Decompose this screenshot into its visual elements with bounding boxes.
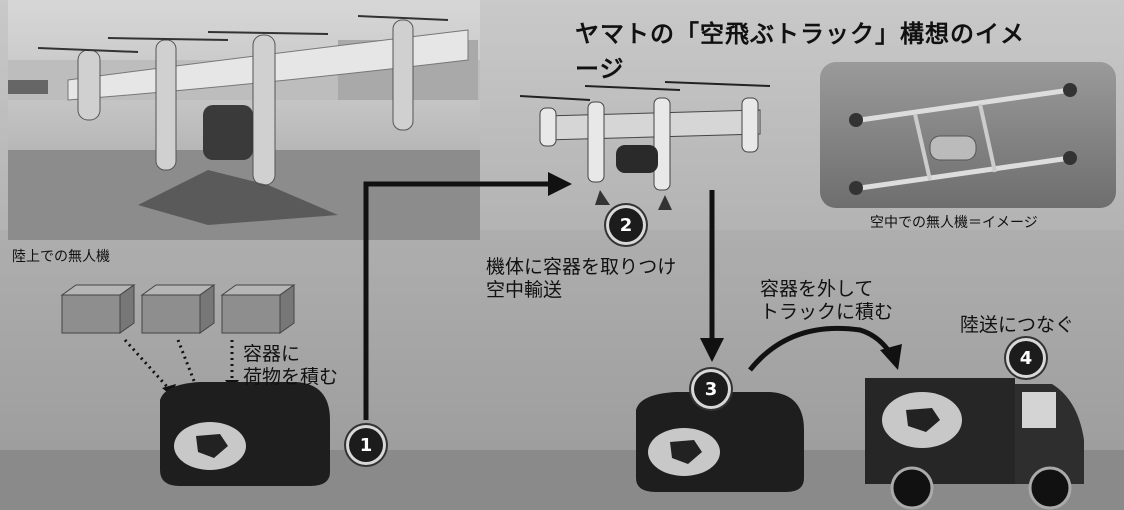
land-caption: 陸送につなぐ — [960, 314, 1075, 336]
attach-caption-line2: 空中輸送 — [486, 279, 563, 301]
step-1-badge: 1 — [349, 428, 383, 462]
diagram-title: ヤマトの「空飛ぶトラック」構想のイメージ — [575, 20, 1025, 83]
detach-caption-line2: トラックに積む — [760, 301, 894, 323]
detach-caption-line1: 容器を外して — [760, 278, 874, 300]
attach-caption-line1: 機体に容器を取りつけ — [486, 256, 677, 278]
air-drone-photo — [820, 62, 1116, 208]
container-ground — [160, 382, 330, 486]
ground-drone-caption: 陸上での無人機 — [12, 249, 110, 265]
delivery-truck — [865, 378, 1084, 510]
container-transfer — [636, 392, 804, 492]
flying-drone — [519, 81, 771, 210]
air-drone-caption: 空中での無人機＝イメージ — [870, 215, 1038, 231]
flow-arrows — [363, 181, 895, 420]
ground-drone-illustration — [8, 15, 480, 240]
loading-arrows — [123, 338, 234, 392]
cargo-boxes — [60, 284, 296, 334]
load-caption-line2: 荷物を積む — [243, 366, 339, 388]
step-3-badge: 3 — [694, 372, 728, 406]
load-caption-line1: 容器に — [243, 343, 301, 365]
step-4-badge: 4 — [1009, 341, 1043, 375]
step-2-badge: 2 — [609, 208, 643, 242]
ground-drone-photo — [8, 0, 480, 240]
air-drone-illustration — [849, 83, 1077, 195]
